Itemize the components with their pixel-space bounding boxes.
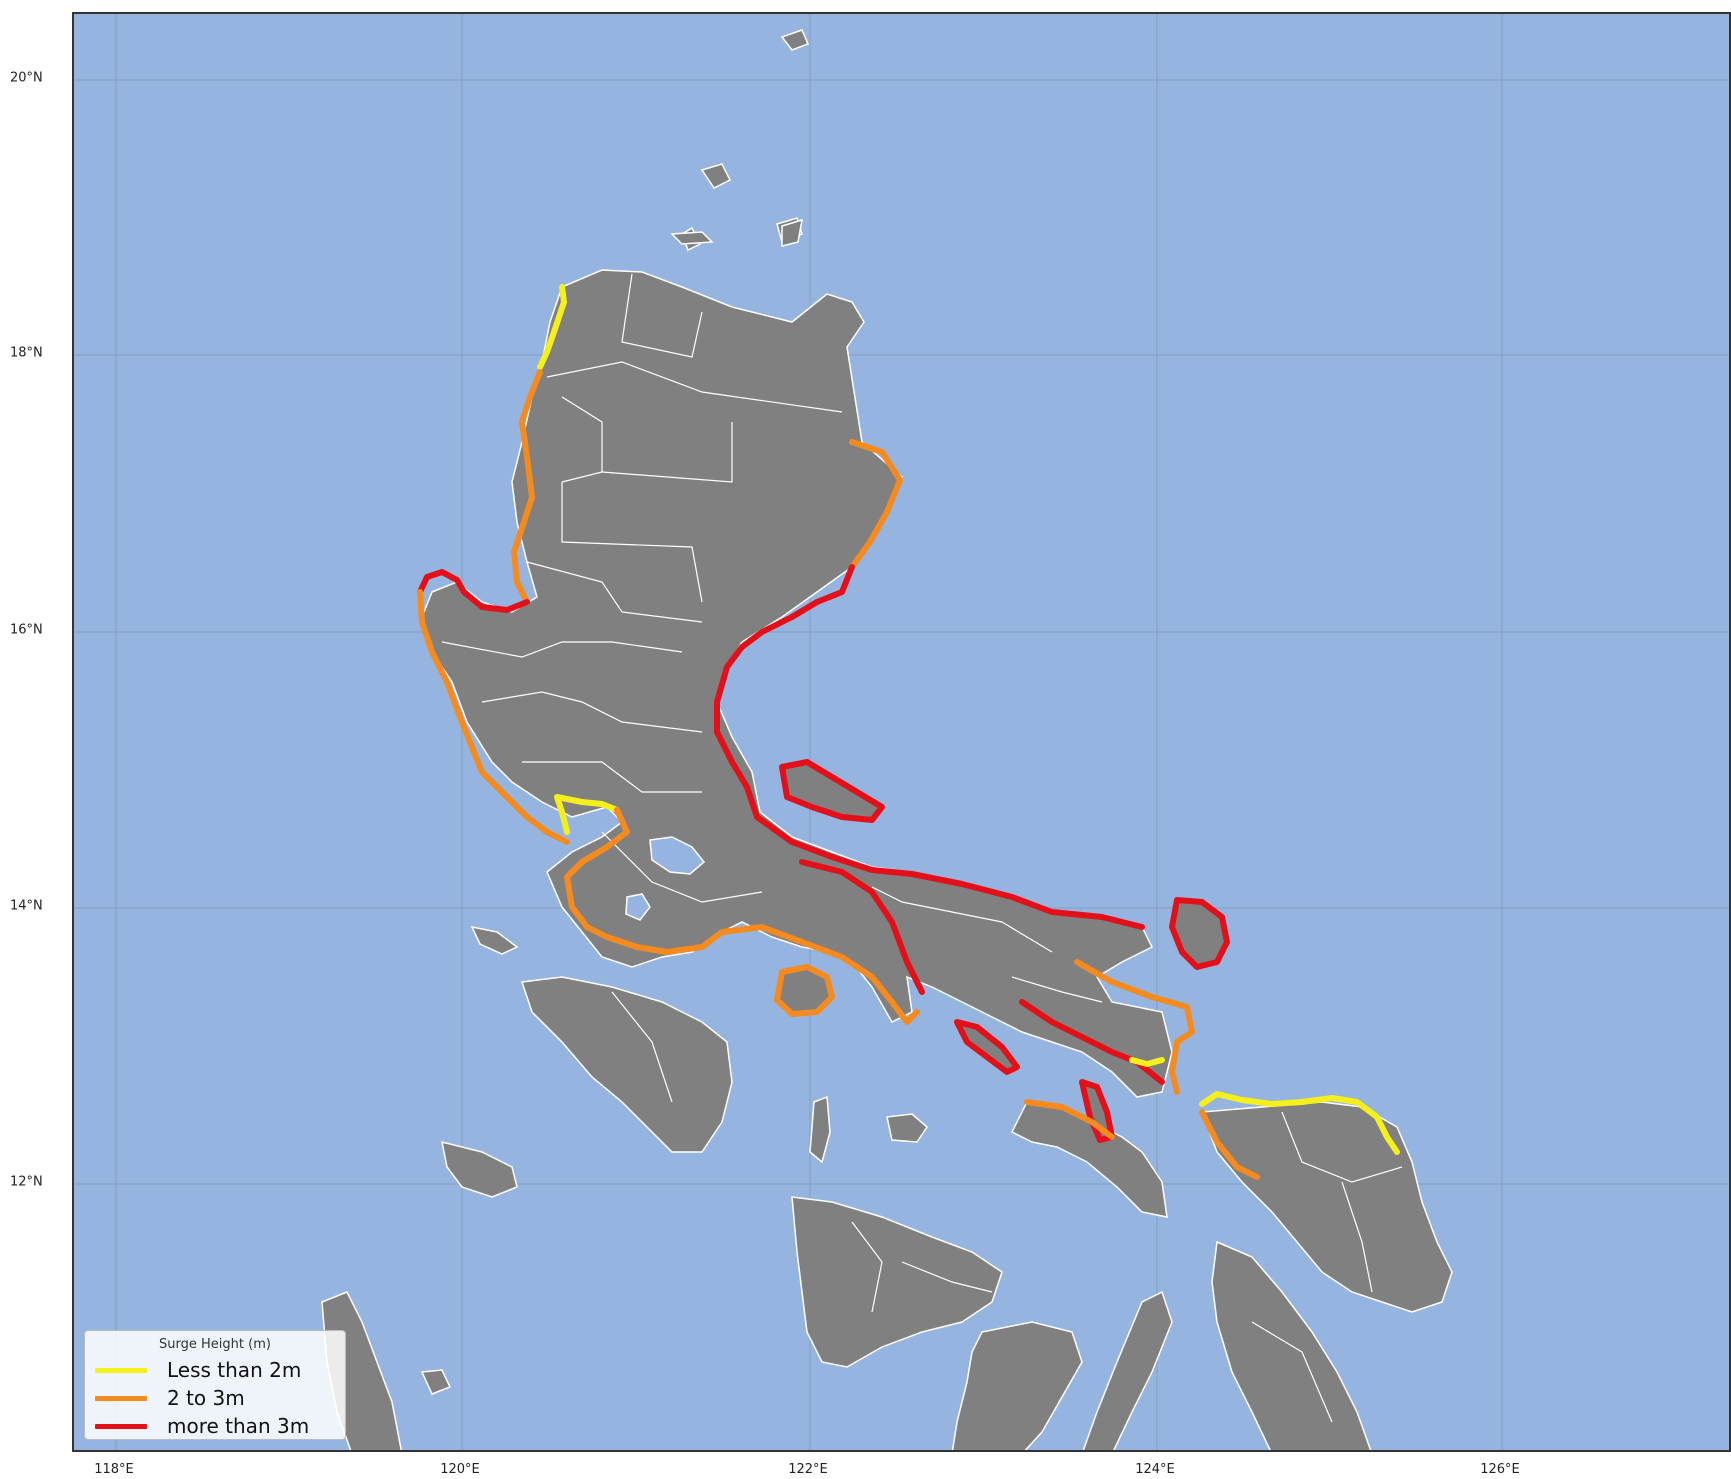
legend-label: 2 to 3m — [167, 1386, 245, 1410]
surge-red-polillo — [779, 759, 885, 823]
province-borders — [441, 273, 1403, 1423]
province-border — [526, 561, 703, 623]
tablas-island — [809, 1095, 831, 1164]
dalupiri-island — [781, 218, 803, 247]
mindoro-island — [520, 976, 733, 1153]
calamian-islands — [441, 1140, 518, 1198]
province-border — [851, 1221, 883, 1313]
lat-label-18: 18°N — [10, 345, 43, 361]
surge-orange-samar-west — [1199, 1109, 1260, 1180]
province-border — [1341, 1181, 1373, 1293]
cuyo-islands — [420, 1369, 452, 1395]
province-border — [481, 691, 703, 733]
province-border — [561, 482, 703, 603]
cebu-island — [1082, 1290, 1173, 1450]
province-border — [871, 886, 1053, 953]
legend-item-2-to-3m: 2 to 3m — [95, 1384, 335, 1412]
lat-label-12: 12°N — [10, 1174, 43, 1190]
province-border — [522, 761, 702, 793]
lon-label-120: 120°E — [440, 1462, 480, 1477]
lon-label-126: 126°E — [1480, 1462, 1520, 1477]
laguna-de-bay — [649, 836, 706, 875]
surge-red-lamon — [799, 859, 925, 995]
map-canvas[interactable] — [74, 14, 1731, 1452]
surge-orange-tayabas — [719, 924, 920, 1025]
surge-yellow-ilocos — [537, 284, 567, 370]
surge-yellow-manila-bay — [554, 794, 620, 835]
lat-label-20: 20°N — [10, 70, 43, 86]
sibuyan-island — [886, 1113, 928, 1143]
babuyan-island — [700, 163, 732, 189]
lakes — [625, 836, 706, 921]
province-border — [601, 831, 763, 903]
lat-label-16: 16°N — [10, 622, 43, 638]
province-border — [611, 991, 673, 1103]
graticule — [74, 14, 1729, 1450]
province-border — [901, 1261, 993, 1293]
legend-swatch-red — [95, 1423, 147, 1429]
ocean — [74, 14, 1729, 1450]
surge-orange-zambales — [417, 589, 570, 845]
legend-swatch-yellow — [95, 1367, 147, 1373]
surge-orange-masbate — [1024, 1099, 1115, 1140]
batanes-island — [780, 29, 809, 51]
lon-label-118: 118°E — [94, 1462, 134, 1477]
surge-yellow-samar-north — [1199, 1091, 1400, 1155]
legend-item-more-than-3m: more than 3m — [95, 1412, 335, 1440]
taal-lake — [625, 893, 651, 921]
small-island-2 — [670, 231, 714, 245]
surge-orange-marinduque — [774, 964, 835, 1017]
surge-yellow-sorsogon — [1129, 1057, 1165, 1067]
surge-orange-albay — [1074, 959, 1195, 1095]
lon-label-122: 122°E — [788, 1462, 828, 1477]
legend-item-less-than-2m: Less than 2m — [95, 1356, 335, 1384]
surge-red-catanduanes — [1169, 897, 1230, 970]
province-border — [1251, 1321, 1333, 1423]
surge-orange-cagayan — [849, 439, 903, 570]
lon-label-124: 124°E — [1135, 1462, 1175, 1477]
province-border — [1281, 1111, 1403, 1183]
lat-label-14: 14°N — [10, 898, 43, 914]
surge-red-lingayen — [417, 569, 530, 613]
legend-label: Less than 2m — [167, 1358, 302, 1382]
surge-red-ragay — [954, 1019, 1020, 1075]
negros-island — [951, 1321, 1083, 1450]
province-border — [561, 396, 603, 483]
legend: Surge Height (m) Less than 2m 2 to 3m mo… — [84, 1330, 346, 1440]
map-frame[interactable] — [72, 12, 1731, 1452]
surge-lines — [417, 284, 1400, 1180]
surge-orange-batangas — [564, 807, 725, 955]
panay-island — [791, 1196, 1003, 1368]
surge-red-east-luzon — [714, 564, 1145, 930]
province-border — [601, 422, 733, 483]
province-border — [441, 641, 683, 658]
legend-label: more than 3m — [167, 1414, 310, 1438]
legend-swatch-orange — [95, 1395, 147, 1401]
province-border — [1011, 976, 1103, 1003]
lubang-island — [470, 925, 519, 955]
surge-orange-ilocos — [511, 369, 543, 605]
province-border — [546, 361, 843, 413]
legend-title: Surge Height (m) — [159, 1337, 271, 1352]
province-border — [621, 273, 703, 358]
